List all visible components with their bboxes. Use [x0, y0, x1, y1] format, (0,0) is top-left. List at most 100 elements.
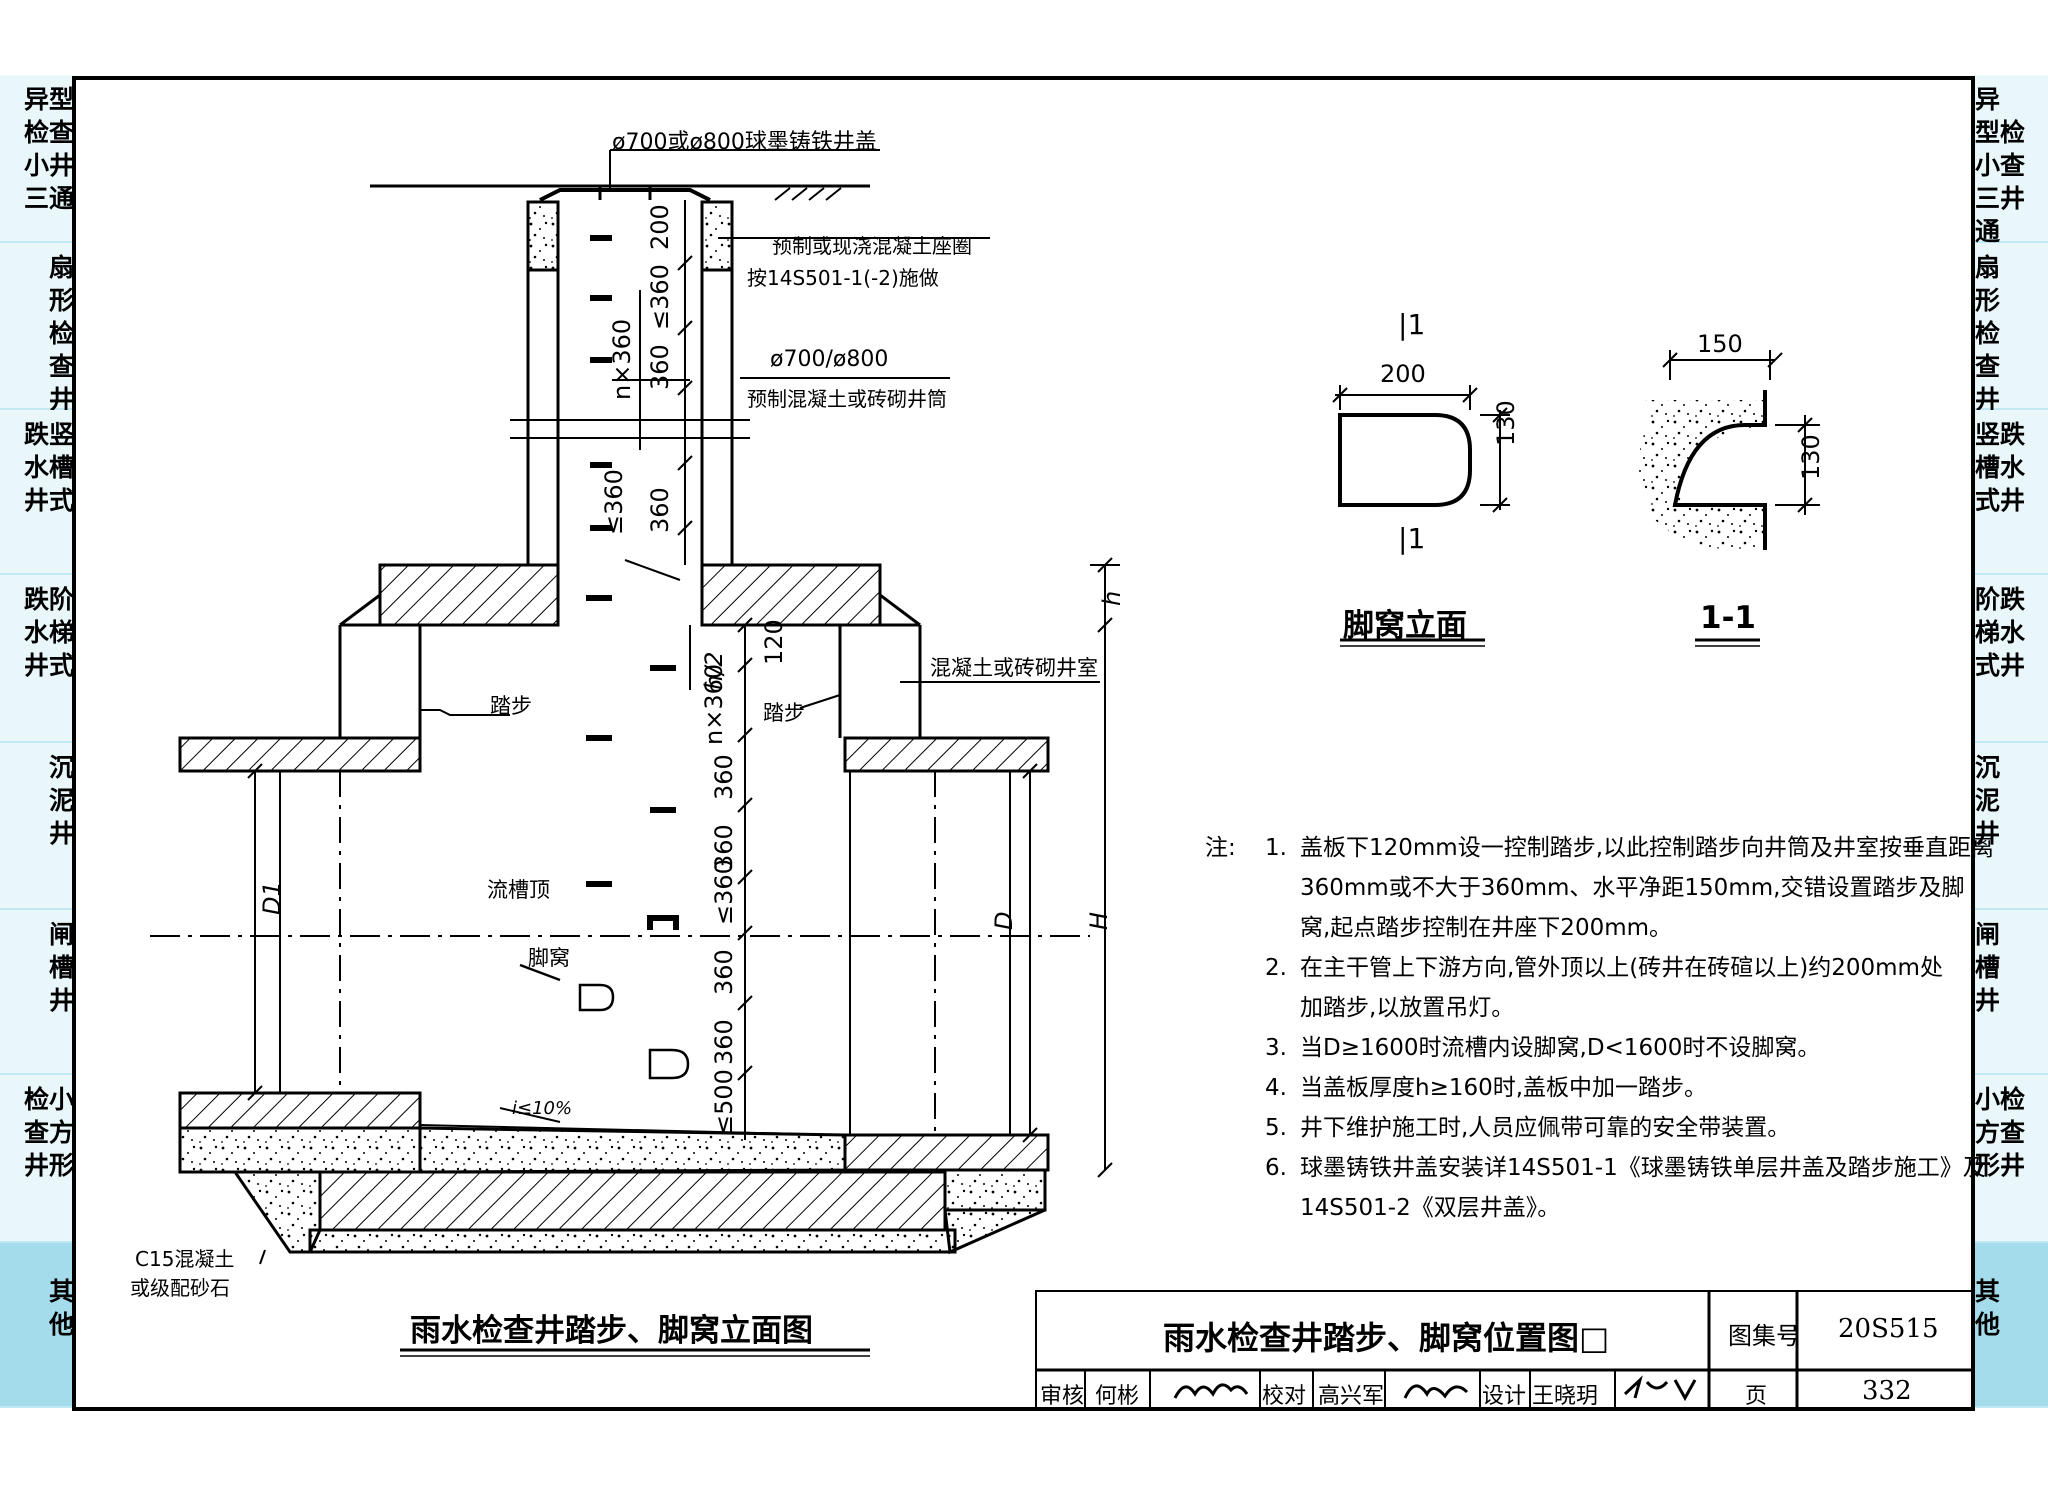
side-tab-label: 扇形检查井 — [1975, 253, 2001, 414]
note-line: 当D≥1600时流槽内设脚窝,D<1600时不设脚窝。 — [1300, 1035, 1821, 1061]
step-label-right: 踏步 — [763, 701, 805, 725]
side-tab-right-5[interactable]: 沉泥井 — [1973, 743, 2048, 910]
note-line: 14S501-2《双层井盖》。 — [1300, 1195, 1561, 1221]
side-tab-right-8[interactable]: 其他 — [1973, 1243, 2048, 1408]
side-tab-left-8[interactable]: 其他 — [0, 1243, 75, 1408]
dimension-dim-nx360-b: n×360 — [700, 663, 728, 745]
drawing-title: 雨水检查井踏步、脚窝位置图□ — [1163, 1319, 1610, 1357]
designer-signature — [1623, 1375, 1697, 1402]
chamber-dim-chain — [247, 557, 1120, 1178]
check-label: 校对 — [1262, 1384, 1307, 1409]
note-line: 球墨铸铁井盖安装详14S501-1《球墨铸铁单层井盖及踏步施工》及 — [1300, 1155, 1986, 1181]
side-tab-right-6[interactable]: 闸槽井 — [1973, 910, 2048, 1075]
note-line: 在主干管上下游方向,管外顶以上(砖井在砖碹以上)约200mm处 — [1300, 955, 1943, 981]
base-label-1: C15混凝土 — [135, 1247, 235, 1271]
side-tab-label: 闸槽井 — [1975, 920, 2001, 1015]
outlet-pipe — [843, 736, 1050, 1172]
base-slab — [178, 1126, 1047, 1265]
section-depth: 150 — [1697, 330, 1743, 358]
note-line: 360mm或不大于360mm、水平净距150mm,交错设置踏步及脚 — [1300, 875, 1965, 901]
side-tab-left-5[interactable]: 沉泥井 — [0, 743, 75, 910]
shaft-label-2: 预制混凝土或砖砌井筒 — [747, 387, 947, 411]
side-tab-label: 阶跌梯水式井 — [1975, 585, 2026, 680]
base-label-2: 或级配砂石 — [130, 1276, 230, 1300]
notes-heading: 注: — [1205, 835, 1236, 861]
side-tab-left-7[interactable]: 检小查方井形 — [0, 1075, 75, 1243]
side-tab-label: 其他 — [48, 1277, 74, 1339]
section-detail-drawing — [1638, 350, 1820, 550]
seat-ring — [526, 200, 990, 272]
dimension-dim-le360-b: ≤360 — [600, 469, 628, 535]
side-tab-left-6[interactable]: 闸槽井 — [0, 910, 75, 1075]
manhole-cover — [539, 149, 880, 202]
side-tab-label: 竖跌槽水式井 — [1975, 420, 2026, 515]
cover-label: ø700或ø800球墨铸铁井盖 — [612, 130, 877, 155]
dimension-dim-D: D — [990, 911, 1018, 930]
note-line: 井下维护施工时,人员应佩带可靠的安全带装置。 — [1300, 1115, 1791, 1141]
page-label: 页 — [1745, 1384, 1768, 1409]
side-tab-label: 检小查方井形 — [23, 1085, 74, 1180]
side-tab-left-3[interactable]: 跌竖水槽井式 — [0, 410, 75, 575]
reviewer-name: 何彬 — [1095, 1384, 1140, 1409]
dimension-dim-360-e: 360 — [710, 949, 738, 995]
side-tab-right-3[interactable]: 竖跌槽水式井 — [1973, 410, 2048, 575]
dimension-dim-nx360-a: n×360 — [608, 318, 636, 400]
side-tab-right-7[interactable]: 小检方查形井 — [1973, 1075, 2048, 1243]
channel-top-label: 流槽顶 — [487, 878, 550, 902]
atlas-label: 图集号 — [1728, 1322, 1800, 1350]
side-tab-right-2[interactable]: 扇形检查井 — [1973, 243, 2048, 414]
section-title: 1-1 — [1700, 600, 1757, 636]
dimension-dim-le500: ≤500 — [710, 1069, 738, 1135]
dimension-dim-le360-a: ≤360 — [646, 264, 674, 330]
cover-slab — [378, 563, 882, 627]
dimension-dim-D1: D1 — [258, 881, 286, 915]
side-tab-left-4[interactable]: 跌阶水梯井式 — [0, 575, 75, 743]
note-line: 当盖板厚度h≥160时,盖板中加一踏步。 — [1300, 1075, 1708, 1101]
title-block — [1035, 1290, 1975, 1411]
elevation-title: 雨水检查井踏步、脚窝立面图 — [410, 1313, 813, 1349]
note-number: 3. — [1265, 1035, 1287, 1061]
side-tab-label: 异型检查小井三通 — [23, 85, 74, 213]
dimension-dim-360-c: 360 — [710, 754, 738, 800]
note-line: 加踏步,以放置吊灯。 — [1300, 995, 1515, 1021]
section-mark-bottom: |1 — [1398, 522, 1426, 555]
side-tab-right-1[interactable]: 异型检小查三井通 — [1973, 75, 2048, 246]
dimension-dim-120: 120 — [760, 619, 788, 665]
section-height: 130 — [1797, 434, 1825, 480]
side-tab-label: 其他 — [1975, 1277, 2001, 1339]
inlet-pipe — [178, 736, 422, 1130]
seat-ring-label-1: 预制或现浇混凝土座圈 — [772, 234, 972, 258]
designer-name: 王晓玥 — [1532, 1384, 1599, 1409]
side-tab-left-1[interactable]: 异型检查小井三通 — [0, 75, 75, 243]
chamber-label: 混凝土或砖砌井室 — [930, 656, 1098, 680]
step-leaders — [420, 694, 841, 716]
note-number: 4. — [1265, 1075, 1287, 1101]
step-label-left: 踏步 — [490, 694, 532, 718]
note-line: 窝,起点踏步控制在井座下200mm。 — [1300, 915, 1673, 941]
dimension-dim-h: h — [1098, 590, 1126, 606]
dimension-dim-H: H — [1085, 911, 1113, 930]
dimension-dim-360-f: 360 — [710, 1019, 738, 1065]
seat-ring-label-2: 按14S501-1(-2)施做 — [747, 266, 939, 290]
side-tab-label: 扇形检查井 — [48, 253, 74, 414]
slope-label: i≤10% — [512, 1098, 573, 1119]
checker-name: 高兴军 — [1318, 1384, 1385, 1409]
design-label: 设计 — [1482, 1384, 1527, 1409]
shaft-label-1: ø700/ø800 — [770, 347, 889, 372]
review-label: 审核 — [1040, 1384, 1085, 1409]
section-mark-top: |1 — [1398, 308, 1426, 341]
shaft — [510, 270, 950, 581]
atlas-number: 20S515 — [1838, 1314, 1939, 1344]
note-number: 2. — [1265, 955, 1287, 981]
checker-signature — [1403, 1384, 1469, 1399]
side-tab-label: 跌阶水梯井式 — [23, 585, 74, 680]
dimension-dim-360-a: 360 — [646, 344, 674, 390]
side-tab-right-4[interactable]: 阶跌梯水式井 — [1973, 575, 2048, 743]
side-tab-label: 闸槽井 — [48, 920, 74, 1015]
side-tab-label: 跌竖水槽井式 — [23, 420, 74, 515]
foot-niche-label: 脚窝 — [528, 946, 570, 970]
foot-niche-title: 脚窝立面 — [1343, 608, 1467, 644]
side-tab-left-2[interactable]: 扇形检查井 — [0, 243, 75, 414]
foot-niche-height: 130 — [1492, 400, 1520, 446]
